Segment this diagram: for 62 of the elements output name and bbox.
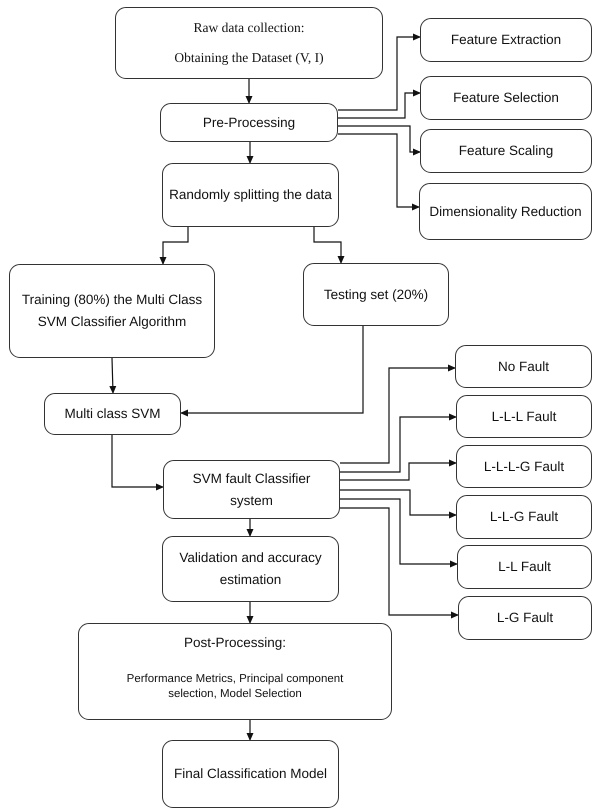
arrow	[109, 358, 116, 394]
process-box	[455, 345, 592, 388]
process-box	[162, 740, 339, 808]
process-box	[9, 264, 215, 358]
box-text: L-L-L-G Fault	[484, 458, 564, 476]
arrow	[246, 142, 254, 164]
arrow	[338, 125, 421, 156]
box-body-text: Obtaining the Dataset (V, I)	[174, 49, 324, 67]
arrow	[340, 460, 457, 481]
box-text: Pre-Processing	[202, 114, 296, 132]
arrow	[160, 227, 189, 265]
process-box	[456, 495, 592, 539]
box-text: Training (80%) the Multi Class SVM Classifier Algorithm	[20, 291, 204, 331]
process-box	[456, 395, 592, 438]
arrow	[340, 498, 458, 568]
process-box	[115, 7, 383, 79]
box-text: Validation and accuracy estimation	[178, 549, 323, 589]
box-text: Multi class SVM	[64, 405, 161, 424]
arrow	[340, 414, 457, 473]
process-box	[160, 103, 338, 142]
box-text: L-L Fault	[498, 558, 551, 576]
arrow	[338, 34, 421, 111]
arrow	[340, 489, 457, 518]
process-box	[420, 129, 592, 173]
process-box	[458, 596, 592, 640]
arrow	[338, 133, 420, 210]
process-box	[303, 263, 449, 326]
box-text: L-G Fault	[496, 609, 554, 628]
arrow	[340, 364, 456, 464]
arrow	[338, 90, 421, 119]
process-box	[420, 18, 592, 62]
box-text: Feature Scaling	[458, 142, 554, 160]
arrow	[246, 519, 254, 537]
arrow	[111, 435, 164, 490]
box-text: Feature Selection	[453, 89, 559, 108]
box-text: L-L-L Fault	[492, 408, 556, 426]
process-box	[163, 460, 340, 519]
process-box	[419, 183, 592, 240]
box-body-text: Performance Metrics, Principal component selection, Model Selection	[126, 672, 344, 702]
box-heading: Post-Processing:	[184, 634, 286, 652]
process-box	[456, 445, 592, 488]
box-text: Feature Extraction	[450, 31, 562, 50]
arrow	[246, 79, 252, 104]
box-text: Testing set (20%)	[324, 286, 428, 304]
box-text: SVM fault Classifier system	[192, 470, 312, 510]
arrow	[246, 602, 254, 624]
process-box	[420, 76, 592, 120]
process-box	[44, 393, 181, 435]
arrow	[313, 227, 344, 264]
box-text: Randomly splitting the data	[169, 186, 332, 204]
process-box	[457, 545, 592, 589]
box-text: L-L-G Fault	[490, 508, 558, 526]
arrow	[180, 326, 364, 416]
box-text: Final Classification Model	[174, 765, 328, 784]
process-box	[162, 536, 339, 602]
arrow	[246, 720, 254, 741]
box-text: No Fault	[498, 358, 550, 376]
process-box	[162, 163, 339, 227]
box-text: Dimensionality Reduction	[429, 202, 582, 221]
arrow	[340, 507, 459, 618]
process-box	[78, 623, 392, 720]
box-heading: Raw data collection:	[194, 19, 304, 38]
